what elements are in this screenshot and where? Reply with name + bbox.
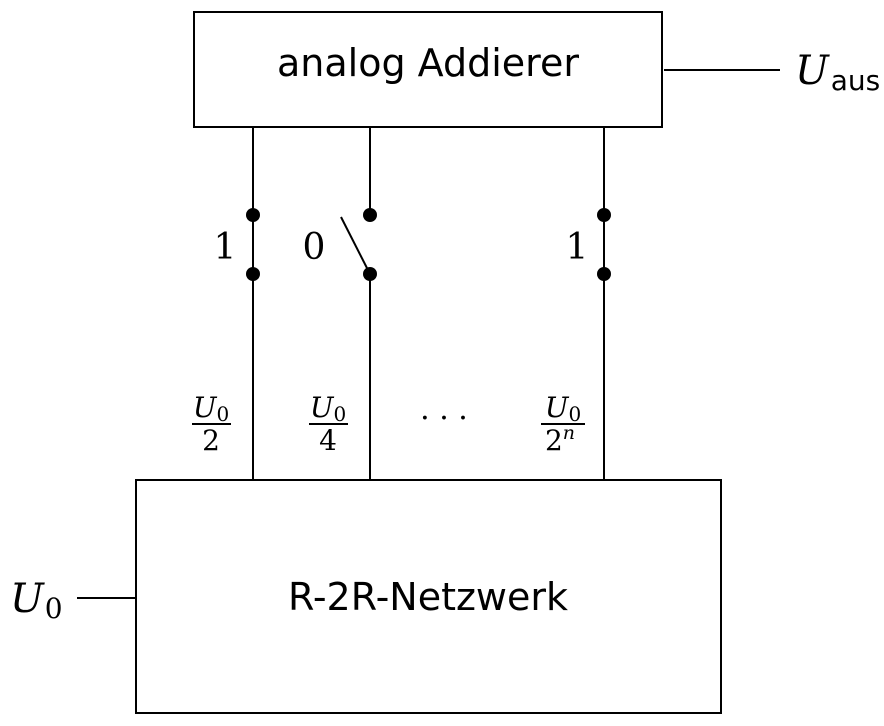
branch-1: 1 U0 2	[192, 127, 260, 480]
branch-n-numerator: U0	[545, 391, 581, 426]
branch-2-contact-bottom	[363, 267, 377, 281]
branch-n-denominator: 2n	[545, 422, 575, 457]
branch-2-denominator: 4	[319, 424, 337, 457]
branch-n-contact-top	[597, 208, 611, 222]
branch-1-numerator: U0	[193, 391, 229, 426]
branch-1-contact-bottom	[246, 267, 260, 281]
adder-box	[193, 11, 663, 128]
branch-2-fraction: U0 4	[309, 391, 348, 457]
branch-1-bit: 1	[214, 227, 237, 268]
branch-n: 1 U0 2n	[541, 127, 611, 480]
branch-2: 0 U0 4	[303, 127, 377, 480]
branch-2-bit: 0	[303, 227, 326, 268]
branch-1-fraction: U0 2	[192, 391, 231, 457]
branch-1-denominator: 2	[202, 424, 220, 457]
branch-2-contact-top	[363, 208, 377, 222]
input-label: U0	[10, 576, 63, 625]
adder-label: analog Addierer	[277, 41, 579, 85]
network-label: R-2R-Netzwerk	[288, 575, 568, 619]
ellipsis: · · ·	[420, 401, 468, 436]
branch-n-fraction: U0 2n	[541, 391, 585, 457]
branch-1-contact-top	[246, 208, 260, 222]
network-box	[135, 479, 722, 714]
branch-2-switch-open	[340, 216, 371, 275]
branch-n-contact-bottom	[597, 267, 611, 281]
branch-n-bit: 1	[566, 227, 589, 268]
branch-2-numerator: U0	[310, 391, 346, 426]
output-label: Uaus	[795, 48, 880, 97]
